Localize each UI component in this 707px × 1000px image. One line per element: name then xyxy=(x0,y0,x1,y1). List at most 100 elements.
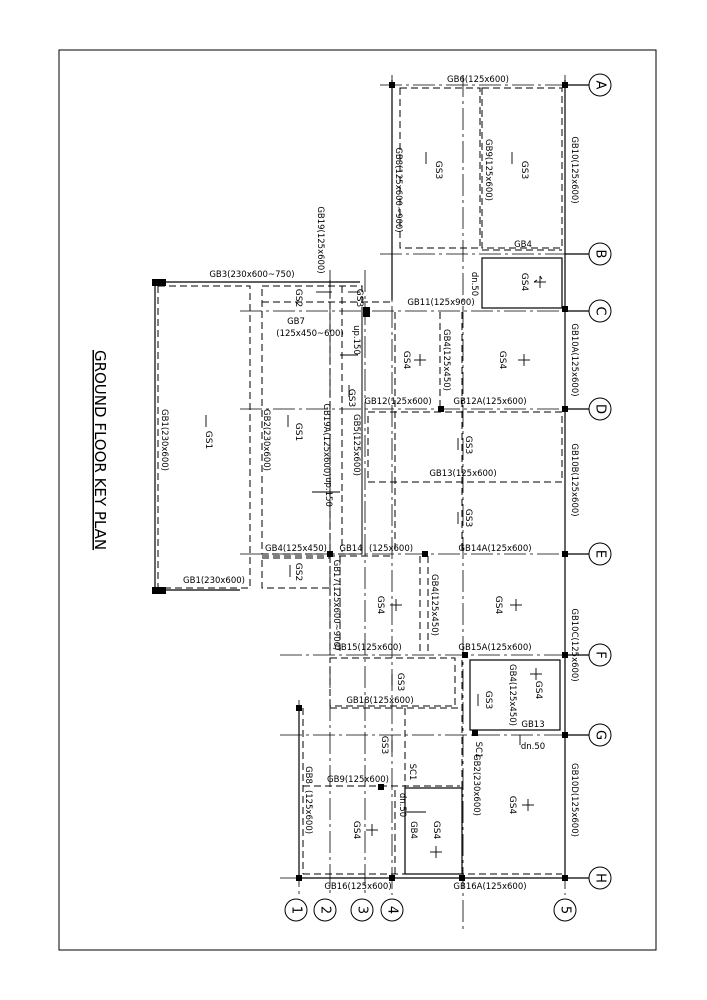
grid-bubble-1 xyxy=(284,898,308,922)
grid-label-f: F xyxy=(593,651,608,658)
plan-title: GROUND FLOOR KEY PLAN xyxy=(91,350,109,550)
grid-label-g: G xyxy=(593,730,608,740)
solid-outlines xyxy=(154,80,566,880)
beam-label: GB3(230x600~750) xyxy=(209,270,294,280)
beam-label: GB4 xyxy=(514,240,532,250)
grid-bubble-4 xyxy=(380,898,404,922)
slab-label: GS3 xyxy=(463,509,473,527)
grid-col-lines xyxy=(298,75,566,930)
grid-bubble-e xyxy=(588,542,612,566)
slab-label: GS4 xyxy=(507,796,517,815)
slab-label: GS4 xyxy=(519,273,529,292)
grid-label-2: 2 xyxy=(318,906,333,914)
beam-label: GB19(125x600) xyxy=(315,206,325,273)
beam-label: GB16A(125x600) xyxy=(453,882,526,892)
grid-bubble-a xyxy=(588,73,612,97)
dashed-beams xyxy=(157,87,563,875)
grid-bubble-b xyxy=(588,242,612,266)
two-way-arrow-icon xyxy=(430,846,442,858)
slab-label: GS1 xyxy=(293,423,303,441)
slab-label: GS4 xyxy=(375,596,385,615)
two-way-arrow-icon xyxy=(366,824,378,836)
beam-label: GB12A(125x600) xyxy=(453,397,526,407)
beam-labels: GB6(125x600) GB10(125x600) GB8(125x600~9… xyxy=(159,75,579,892)
slab-label: GS2 xyxy=(293,289,303,307)
grid-bubble-5 xyxy=(553,898,577,922)
beam-label: GB4(125x450) xyxy=(507,664,517,726)
slab-label: GS1 xyxy=(203,431,213,449)
two-way-arrow-icon xyxy=(390,599,402,611)
slab-label: GS4 xyxy=(497,351,507,370)
grid-label-c: C xyxy=(593,306,608,315)
beam-label: GB12(125x600) xyxy=(364,397,431,407)
beam-label: GB19A(125x600) xyxy=(321,403,331,476)
slab-label: GS4 xyxy=(401,351,411,370)
beam-label: GB10B(125x600) xyxy=(569,443,579,516)
beam-label: GB13 xyxy=(521,720,544,730)
grid-label-4: 4 xyxy=(385,906,400,914)
beam-label: GB4 xyxy=(408,821,418,839)
note-dn50: dn.50 xyxy=(521,742,545,752)
beam-label: GB15A(125x600) xyxy=(458,643,531,653)
beam-label: GB5(125x600) xyxy=(351,414,361,476)
two-way-arrow-icon xyxy=(533,275,546,288)
grid-label-b: B xyxy=(593,250,608,259)
beam-label: GB16(125x600) xyxy=(324,882,391,892)
grid-bubble-c xyxy=(588,299,612,323)
beam-label: (125x600) xyxy=(369,544,413,554)
beam-label: GB11(125x900) xyxy=(407,298,474,308)
note-dn50: dn.50 xyxy=(469,272,479,296)
slab-label: GS4 xyxy=(493,596,503,615)
two-way-arrow-icon xyxy=(510,599,522,611)
slab-label: GS3 xyxy=(379,736,389,754)
grid-bubble-d xyxy=(588,397,612,421)
beam-label: GB14A(125x600) xyxy=(458,544,531,554)
note-up150: up.150 xyxy=(351,325,361,355)
slab-label: GS4 xyxy=(351,821,361,840)
note-dn50: dn.50 xyxy=(397,793,407,817)
grid-bubble-3 xyxy=(350,898,374,922)
grid-row-bubbles: A B C D E F G H xyxy=(565,73,612,890)
slab-label: GS2 xyxy=(293,563,303,581)
slab-label: GS3 xyxy=(346,389,356,407)
grid-bubble-f xyxy=(588,643,612,667)
beam-label: GB14 xyxy=(339,544,362,554)
slab-label: GS4 xyxy=(533,681,543,700)
sheet-border xyxy=(58,49,657,951)
beam-label: GB9(125x600) xyxy=(483,139,493,201)
grid-label-1: 1 xyxy=(289,906,304,914)
two-way-arrow-icon xyxy=(414,354,426,366)
beam-label: GB6(125x600) xyxy=(447,75,509,85)
beam-label: GB4(125x450) xyxy=(441,329,451,391)
beam-label: GB4(125x450) xyxy=(429,574,439,636)
slab-label: GS3 xyxy=(463,436,473,454)
slab-labels: GS3 GS3 GS4 GS2 GS3 GS4 GS4 GS1 GS1 GS3 … xyxy=(203,161,543,840)
beam-label: GB9(125x600) xyxy=(327,775,389,785)
direction-arrows xyxy=(205,152,546,858)
beam-label: GB4(125x450) xyxy=(265,544,327,554)
beam-label: GB1(230x600) xyxy=(159,409,169,471)
grid-bubble-2 xyxy=(313,898,337,922)
beam-label: GB10C(125x600) xyxy=(569,608,579,681)
beam-label: GB2(230x600) xyxy=(471,754,481,816)
beam-label: GB10(125x600) xyxy=(569,136,579,203)
beam-label: (125x600) xyxy=(303,790,313,834)
beam-label: GB7 xyxy=(287,317,305,327)
grid-label-e: E xyxy=(593,550,608,558)
slab-label: GS3 xyxy=(433,161,443,179)
beam-label: (125x450~600) xyxy=(276,329,343,339)
grid-label-h: H xyxy=(593,873,608,883)
grid-bubble-h xyxy=(588,866,612,890)
note-sc1: SC1 xyxy=(407,764,417,781)
two-way-arrow-icon xyxy=(518,354,530,366)
grid-label-d: D xyxy=(593,404,608,414)
grid-label-a: A xyxy=(593,81,608,90)
beam-label: GB10A(125x600) xyxy=(569,323,579,396)
beam-label: GB8(125x600~900) xyxy=(393,147,403,232)
one-way-arrow-icon xyxy=(205,152,521,813)
slab-label: GS3 xyxy=(354,289,364,307)
grid-col-bubbles: 1 2 3 4 5 xyxy=(284,898,577,922)
note-sc1: SC1 xyxy=(473,742,483,759)
slab-label: GS3 xyxy=(519,161,529,179)
